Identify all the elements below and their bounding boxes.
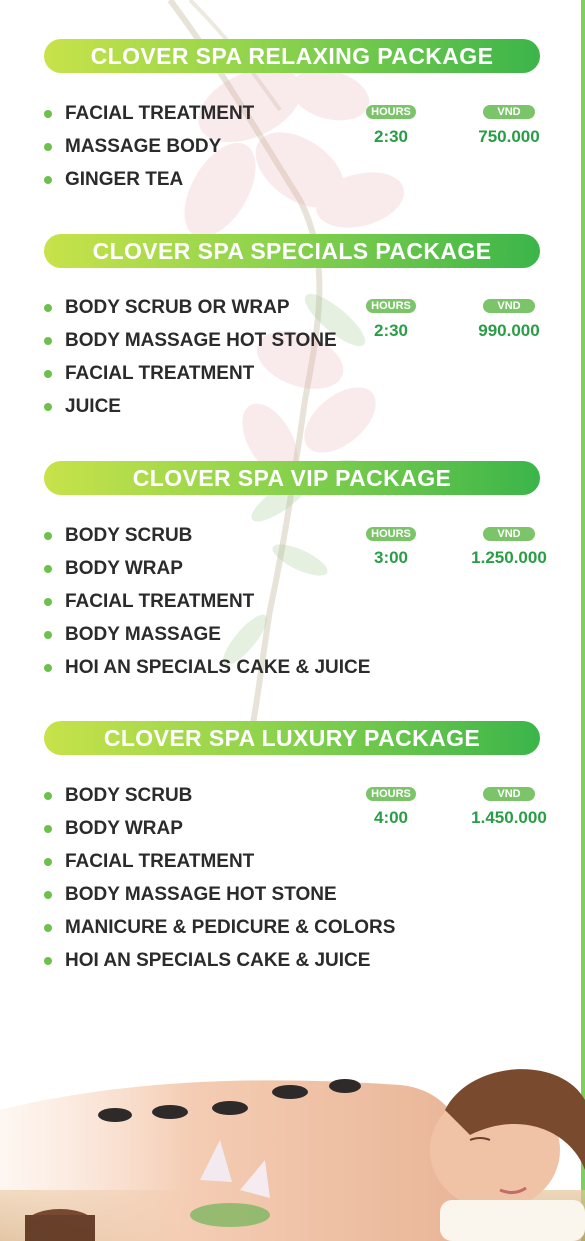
package-price: 1.250.000 [471, 548, 547, 567]
package-item: BODY MASSAGE HOT STONE [44, 324, 337, 357]
bullet-dot-icon [44, 858, 52, 866]
hours-label-badge: HOURS [366, 787, 416, 801]
hours-label-badge: HOURS [366, 527, 416, 541]
bullet-dot-icon [44, 957, 52, 965]
spa-photo [0, 1040, 585, 1241]
package-item-label: JUICE [65, 396, 121, 417]
bullet-dot-icon [44, 598, 52, 606]
package-item: HOI AN SPECIALS CAKE & JUICE [44, 944, 395, 977]
bullet-dot-icon [44, 176, 52, 184]
hot-stone-massage-image [0, 1069, 585, 1241]
package-item-label: FACIAL TREATMENT [65, 103, 255, 124]
bullet-dot-icon [44, 891, 52, 899]
vnd-label-badge: VND [483, 527, 535, 541]
vnd-label-badge: VND [483, 787, 535, 801]
package-duration: 2:30 [373, 127, 409, 146]
package-price: 1.450.000 [471, 808, 547, 827]
package-item: MASSAGE BODY [44, 130, 254, 163]
bullet-dot-icon [44, 631, 52, 639]
package-item: BODY WRAP [44, 812, 395, 845]
package-duration: 4:00 [373, 808, 409, 827]
package-price: 750.000 [478, 127, 540, 146]
package-item: MANICURE & PEDICURE & COLORS [44, 911, 395, 944]
package-duration: 2:30 [373, 321, 409, 340]
bullet-dot-icon [44, 403, 52, 411]
package-price: 990.000 [478, 321, 540, 340]
package-item-label: BODY WRAP [65, 818, 183, 839]
vnd-label-badge: VND [483, 105, 535, 119]
package-item-label: FACIAL TREATMENT [65, 363, 255, 384]
hours-label-badge: HOURS [366, 299, 416, 313]
package-item-label: BODY MASSAGE HOT STONE [65, 884, 337, 905]
package-item-label: BODY WRAP [65, 558, 183, 579]
vnd-label-badge: VND [483, 299, 535, 313]
package-item: JUICE [44, 390, 337, 423]
bullet-dot-icon [44, 924, 52, 932]
bullet-dot-icon [44, 110, 52, 118]
package-item-label: MASSAGE BODY [65, 136, 222, 157]
package-item-label: BODY SCRUB [65, 525, 193, 546]
package-item: BODY MASSAGE HOT STONE [44, 878, 395, 911]
package-item-label: HOI AN SPECIALS CAKE & JUICE [65, 657, 371, 678]
package-item-label: BODY MASSAGE HOT STONE [65, 330, 337, 351]
bullet-dot-icon [44, 532, 52, 540]
package-item-list: BODY SCRUB BODY WRAP FACIAL TREATMENT BODY … [44, 779, 395, 977]
package-item: FACIAL TREATMENT [44, 585, 370, 618]
package-item: BODY MASSAGE [44, 618, 370, 651]
bullet-dot-icon [44, 792, 52, 800]
package-item-label: BODY SCRUB [65, 785, 193, 806]
hours-label-badge: HOURS [366, 105, 416, 119]
package-duration: 3:00 [373, 548, 409, 567]
bullet-dot-icon [44, 337, 52, 345]
package-item: FACIAL TREATMENT [44, 97, 254, 130]
bullet-dot-icon [44, 825, 52, 833]
package-item-label: GINGER TEA [65, 169, 184, 190]
package-title-banner: CLOVER SPA RELAXING PACKAGE [44, 39, 540, 73]
right-edge-stripe [581, 0, 585, 1241]
package-item-label: HOI AN SPECIALS CAKE & JUICE [65, 950, 371, 971]
bullet-dot-icon [44, 565, 52, 573]
package-item: BODY WRAP [44, 552, 370, 585]
package-item: BODY SCRUB [44, 519, 370, 552]
package-item: HOI AN SPECIALS CAKE & JUICE [44, 651, 370, 684]
package-title-banner: CLOVER SPA VIP PACKAGE [44, 461, 540, 495]
package-item-label: MANICURE & PEDICURE & COLORS [65, 917, 396, 938]
bullet-dot-icon [44, 664, 52, 672]
bullet-dot-icon [44, 304, 52, 312]
package-item-label: FACIAL TREATMENT [65, 591, 255, 612]
package-item: GINGER TEA [44, 163, 254, 196]
package-item: FACIAL TREATMENT [44, 357, 337, 390]
bullet-dot-icon [44, 143, 52, 151]
package-item: BODY SCRUB [44, 779, 395, 812]
package-title-banner: CLOVER SPA SPECIALS PACKAGE [44, 234, 540, 268]
bullet-dot-icon [44, 370, 52, 378]
package-item-list: BODY SCRUB BODY WRAP FACIAL TREATMENT BODY … [44, 519, 370, 684]
package-item: FACIAL TREATMENT [44, 845, 395, 878]
package-item-list: BODY SCRUB OR WRAP BODY MASSAGE HOT STONE… [44, 291, 337, 423]
package-title-banner: CLOVER SPA LUXURY PACKAGE [44, 721, 540, 755]
package-item-label: BODY MASSAGE [65, 624, 221, 645]
package-item-label: FACIAL TREATMENT [65, 851, 255, 872]
package-item-label: BODY SCRUB OR WRAP [65, 297, 290, 318]
package-item: BODY SCRUB OR WRAP [44, 291, 337, 324]
package-item-list: FACIAL TREATMENT MASSAGE BODY GINGER TEA [44, 97, 254, 196]
